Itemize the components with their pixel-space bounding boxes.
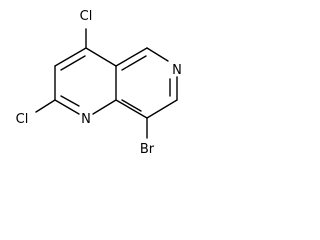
right-ring-bonds xyxy=(115,47,178,119)
bond-c4a-c5 xyxy=(115,47,148,67)
bond-c4-c3 xyxy=(54,47,87,67)
atom-n-right: N xyxy=(172,63,182,78)
atom-cl-left: Cl xyxy=(16,112,29,127)
atom-cl-top: Cl xyxy=(80,9,93,24)
substituent-bonds xyxy=(35,28,148,139)
atom-br: Br xyxy=(140,142,155,157)
atom-n-left: N xyxy=(81,112,91,127)
bond-c4a-c5-inner xyxy=(121,55,147,71)
bond-c4-c4a xyxy=(85,47,117,67)
bond-c8-c8a-inner xyxy=(121,99,142,112)
left-ring-bonds xyxy=(54,47,117,115)
bond-c4-c3-inner xyxy=(60,55,86,71)
bond-c2-n1-inner xyxy=(60,95,80,107)
bond-c7-c8 xyxy=(146,99,178,119)
molecule-structure: Cl Cl N N Br xyxy=(16,9,182,157)
bond-c2-cl xyxy=(35,99,56,113)
atom-labels: Cl Cl N N Br xyxy=(16,9,182,157)
bond-c2-n1 xyxy=(54,99,80,115)
bond-c5-n6 xyxy=(146,47,169,62)
bond-c8-c8a xyxy=(115,99,148,119)
bond-n1-c8a xyxy=(92,99,117,115)
